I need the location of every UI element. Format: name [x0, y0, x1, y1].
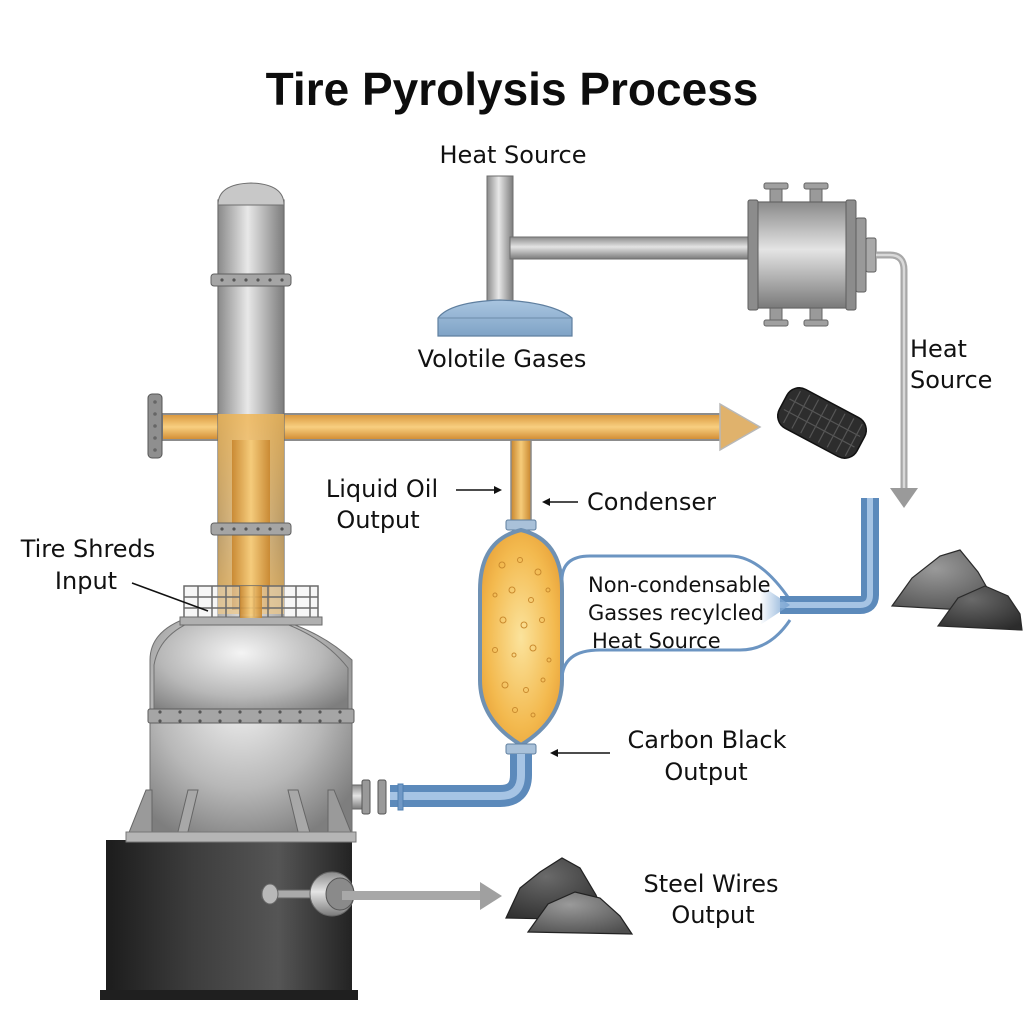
label-tire-shreds-input-line2: Input — [55, 567, 117, 595]
heat-source-arrow-head — [890, 488, 918, 508]
carbon-black-pipe — [329, 754, 532, 815]
label-steel-wires-output-line2: Output — [671, 901, 754, 929]
heat-source-burner — [437, 175, 755, 337]
steel-wires-arrow — [342, 882, 502, 910]
liquid-oil-pointer-arrow — [456, 486, 502, 494]
pyrolysis-column — [210, 182, 292, 621]
label-tire-shreds-input-line1: Tire Shreds — [20, 535, 156, 563]
label-non-condensable-line1: Non-condensable — [588, 573, 771, 597]
heat-exchanger — [747, 182, 908, 490]
label-non-condensable-line3: Heat Source — [592, 629, 721, 653]
gas-recycle-loop — [560, 498, 879, 681]
steel-wire-discharge — [261, 871, 355, 917]
label-volatile-gases: Volotile Gases — [418, 345, 587, 373]
label-carbon-black-output-line2: Output — [664, 758, 747, 786]
tire-icon — [777, 387, 867, 459]
vapor-pipe-arrow-head — [719, 402, 762, 452]
condenser — [478, 439, 564, 755]
label-steel-wires-output-line1: Steel Wires — [644, 870, 779, 898]
steel-wires-pile-icon — [505, 857, 634, 935]
label-heat-source-right-line2: Source — [910, 366, 992, 394]
diagram-title: Tire Pyrolysis Process — [266, 63, 759, 115]
carbon-black-pile-icon — [890, 549, 1023, 631]
label-heat-source-right-line1: Heat — [910, 335, 967, 363]
label-heat-source-top: Heat Source — [440, 141, 587, 169]
label-condenser: Condenser — [587, 488, 716, 516]
label-carbon-black-output-line1: Carbon Black — [627, 726, 786, 754]
condenser-pointer-arrow — [542, 498, 578, 506]
label-liquid-oil-output-line2: Output — [336, 506, 419, 534]
tire-shreds-pointer-line — [131, 582, 209, 612]
oil-bubbles — [492, 557, 552, 718]
reactor — [100, 585, 358, 1000]
label-liquid-oil-output-line1: Liquid Oil — [326, 475, 438, 503]
carbon-black-pointer-arrow — [550, 749, 610, 757]
label-non-condensable-line2: Gasses recylcled — [588, 601, 764, 625]
